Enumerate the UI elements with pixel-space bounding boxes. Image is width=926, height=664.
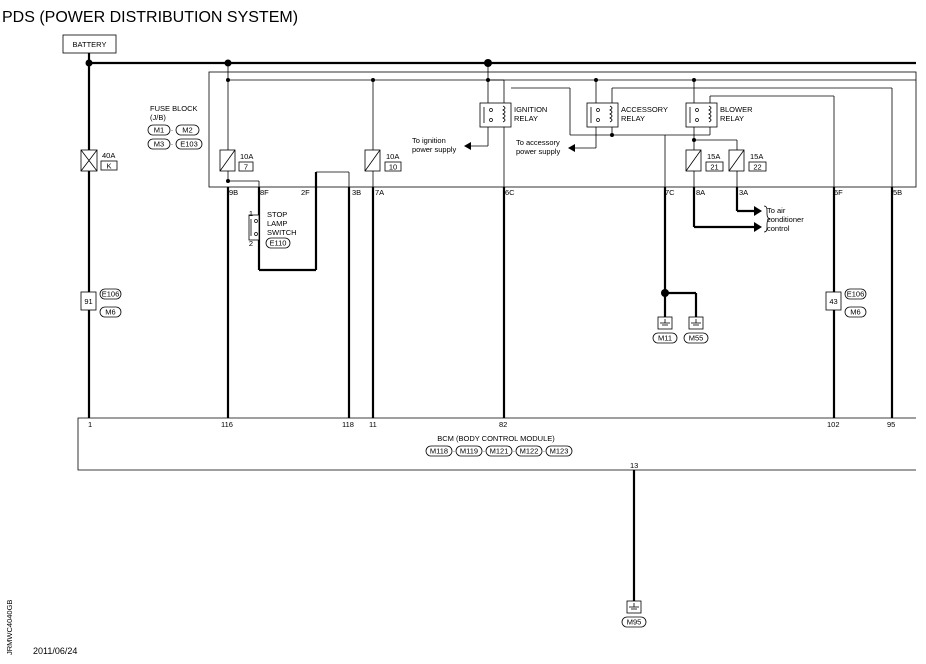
fuse-21-number: 21: [710, 163, 718, 172]
svg-text:·: ·: [171, 126, 174, 135]
fuse-block-connector-e103: E103: [180, 140, 198, 149]
fuse-7-number: 7: [244, 163, 248, 172]
bcm-pin-102: 102: [827, 420, 840, 429]
svg-text:·: ·: [543, 447, 546, 456]
fuse-block-outline: [208, 71, 917, 188]
bcm-pin-1: 1: [88, 420, 92, 429]
bcm-connector-m121: M121: [490, 447, 509, 456]
accessory-output-label-1: To accessory: [516, 138, 560, 147]
fuse-10-number: 10: [389, 163, 397, 172]
ground-m55-label: M55: [689, 334, 704, 343]
bcm-connector-m122: M122: [520, 447, 539, 456]
fuse-block-connector-m2: M2: [182, 126, 192, 135]
side-code: JRMWC4040GB: [5, 600, 14, 655]
fuse-block-sublabel: (J/B): [150, 113, 166, 122]
fuse-block-connector-m3: M3: [154, 140, 164, 149]
pin-9b: 9B: [229, 188, 238, 197]
stop-lamp-connector: E110: [270, 239, 287, 248]
svg-text:·: ·: [453, 447, 456, 456]
bcm-outline: [77, 417, 916, 471]
junction-left-connector-2: M6: [105, 308, 115, 317]
svg-text:·: ·: [483, 447, 486, 456]
pin-7c: 7C: [665, 188, 675, 197]
fuse-10-rating: 10A: [386, 152, 399, 161]
pin-8f: 8F: [260, 188, 269, 197]
pin-5b: 5B: [893, 188, 902, 197]
bcm-pin-82: 82: [499, 420, 507, 429]
bcm-pin-13: 13: [630, 461, 638, 470]
bcm-pin-118: 118: [342, 420, 354, 429]
accessory-relay-symbol: [586, 102, 619, 128]
fuse-22-rating: 15A: [750, 152, 763, 161]
stop-lamp-pin-2: 2: [249, 239, 253, 248]
fuse-21-rating: 15A: [707, 152, 720, 161]
bcm-connector-m119: M119: [460, 447, 478, 456]
bcm-connector-m118: M118: [430, 447, 448, 456]
accessory-output-label-2: power supply: [516, 147, 560, 156]
svg-text:·: ·: [513, 447, 516, 456]
bcm-pin-116: 116: [221, 420, 233, 429]
ac-output-label-2: conditioner: [767, 215, 804, 224]
blower-relay-label-2: RELAY: [720, 114, 744, 123]
ignition-output-label-1: To ignition: [412, 136, 446, 145]
ac-output-label-1: To air: [767, 206, 786, 215]
fuse-block-label: FUSE BLOCK: [150, 104, 198, 113]
ac-output-label-3: control: [767, 224, 790, 233]
junction-left-pin: 91: [84, 297, 92, 306]
pin-2f: 2F: [301, 188, 310, 197]
blower-relay-symbol: [685, 102, 718, 128]
junction-left-connector-1: E106: [102, 290, 120, 299]
bcm-pin-11: 11: [369, 420, 377, 429]
fuse-7-rating: 10A: [240, 152, 253, 161]
pin-6c: 6C: [505, 188, 515, 197]
ignition-relay-symbol: [479, 102, 512, 128]
stop-lamp-pin-1: 1: [249, 209, 253, 218]
pin-6f: 6F: [834, 188, 843, 197]
accessory-relay-label-2: RELAY: [621, 114, 645, 123]
bcm-connector-m123: M123: [550, 447, 569, 456]
bcm-pin-95: 95: [887, 420, 895, 429]
accessory-relay-label-1: ACCESSORY: [621, 105, 668, 114]
pin-8a: 8A: [696, 188, 705, 197]
junction-right-connector-2: M6: [850, 308, 860, 317]
stop-lamp-label-3: SWITCH: [267, 228, 297, 237]
ground-m95-label: M95: [627, 618, 642, 627]
ignition-relay-label-1: IGNITION: [514, 105, 547, 114]
ground-m11-label: M11: [658, 334, 672, 343]
pin-7a: 7A: [375, 188, 384, 197]
stop-lamp-label-2: LAMP: [267, 219, 287, 228]
ignition-output-label-2: power supply: [412, 145, 456, 154]
junction-right-pin: 43: [829, 297, 837, 306]
fusible-link-letter: K: [106, 162, 111, 171]
blower-relay-label-1: BLOWER: [720, 105, 753, 114]
pin-3b: 3B: [352, 188, 361, 197]
stop-lamp-label-1: STOP: [267, 210, 287, 219]
fusible-link-rating: 40A: [102, 151, 115, 160]
pin-3a: 3A: [739, 188, 748, 197]
fuse-22-number: 22: [753, 163, 761, 172]
junction-right-connector-1: E106: [847, 290, 865, 299]
fuse-block-connector-m1: M1: [154, 126, 164, 135]
svg-text:·: ·: [171, 140, 174, 149]
stop-lamp-switch-symbol: [248, 214, 260, 241]
bcm-label: BCM (BODY CONTROL MODULE): [437, 434, 555, 443]
page-title: PDS (POWER DISTRIBUTION SYSTEM): [2, 9, 298, 26]
date-stamp: 2011/06/24: [33, 646, 77, 656]
ignition-relay-label-2: RELAY: [514, 114, 538, 123]
battery-label: BATTERY: [73, 40, 107, 49]
